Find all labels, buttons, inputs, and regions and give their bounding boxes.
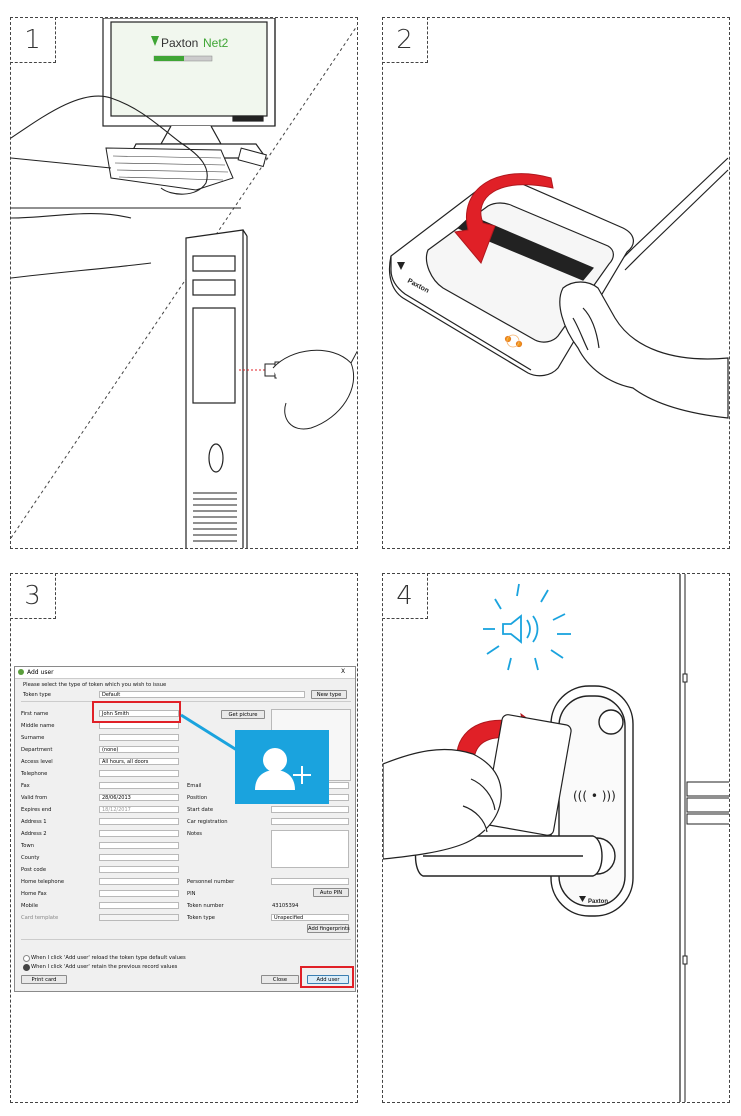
label-surname: Surname xyxy=(21,735,45,741)
label-access-level: Access level xyxy=(21,759,53,765)
add-user-highlight xyxy=(300,966,354,988)
label-mobile: Mobile xyxy=(21,903,39,909)
label-home-fax: Home Fax xyxy=(21,891,47,897)
label-middle-name: Middle name xyxy=(21,723,55,729)
label-token-type-right: Token type xyxy=(187,915,215,921)
start-date-field[interactable] xyxy=(271,806,349,813)
surname-field[interactable] xyxy=(99,734,179,741)
post-code-field[interactable] xyxy=(99,866,179,873)
label-start-date: Start date xyxy=(187,807,214,813)
add-user-dialog: Add user X Please select the type of tok… xyxy=(14,666,356,992)
token-type-label: Token type xyxy=(23,692,51,698)
first-name-highlight xyxy=(92,701,181,723)
label-department: Department xyxy=(21,747,53,753)
print-card-button[interactable]: Print card xyxy=(21,975,67,984)
telephone-field[interactable] xyxy=(99,770,179,777)
label-first-name: First name xyxy=(21,711,49,717)
label-home-telephone: Home telephone xyxy=(21,879,65,885)
close-icon[interactable]: X xyxy=(340,668,346,675)
divider xyxy=(21,939,351,940)
label-pin: PIN xyxy=(187,891,196,897)
get-picture-button[interactable]: Get picture xyxy=(221,710,265,719)
token-number-value: 43105394 xyxy=(272,903,299,909)
valid-from-field[interactable]: 28/06/2013 xyxy=(99,794,179,801)
net2-splash: Paxton Net2 xyxy=(151,36,229,62)
tap-arrow xyxy=(454,173,554,264)
radio-reload-label: When I click 'Add user' reload the token… xyxy=(31,955,186,961)
label-position: Position xyxy=(187,795,208,801)
label-address-1: Address 1 xyxy=(21,819,47,825)
step-2-illustration: Paxton xyxy=(388,157,729,419)
home-telephone-field[interactable] xyxy=(99,878,179,885)
new-type-button[interactable]: New type xyxy=(311,690,347,699)
step-number: 1 xyxy=(11,18,56,63)
step-4-panel: 4 xyxy=(382,573,730,1103)
step-1-illustration: Paxton Net2 xyxy=(11,18,357,548)
mobile-field[interactable] xyxy=(99,902,179,909)
hand xyxy=(559,281,729,419)
expires-field[interactable]: 18/12/2017 xyxy=(99,806,179,813)
token-prompt: Please select the type of token which yo… xyxy=(23,682,167,688)
step-2-panel: 2 Paxton xyxy=(382,17,730,549)
card-hand xyxy=(383,714,572,860)
department-select[interactable]: (none) xyxy=(99,746,179,753)
add-person-icon xyxy=(255,748,311,790)
label-address-2: Address 2 xyxy=(21,831,47,837)
reader-brand: Paxton xyxy=(588,899,608,905)
label-token-number: Token number xyxy=(187,903,224,909)
car-registration-field[interactable] xyxy=(271,818,349,825)
keyboard xyxy=(105,147,234,191)
token-type-select[interactable]: Default xyxy=(99,691,305,698)
first-name-field[interactable]: John Smith xyxy=(99,710,179,717)
town-field[interactable] xyxy=(99,842,179,849)
dialog-title: Add user xyxy=(27,669,54,676)
pc-tower xyxy=(185,229,248,548)
label-telephone: Telephone xyxy=(21,771,48,777)
add-fingerprints-button[interactable]: Add fingerprints xyxy=(307,924,350,933)
personnel-number-field[interactable] xyxy=(271,878,349,885)
step-4-illustration: ((( • ))) Paxton xyxy=(383,574,729,1102)
label-personnel-number: Personnel number xyxy=(187,879,235,885)
label-fax: Fax xyxy=(21,783,30,789)
label-post-code: Post code xyxy=(21,867,47,873)
brand-net2: Net2 xyxy=(203,36,229,50)
label-county: County xyxy=(21,855,40,861)
svg-text:((( • ))): ((( • ))) xyxy=(573,789,616,803)
auto-pin-button[interactable]: Auto PIN xyxy=(313,888,349,897)
door-lock: ((( • ))) Paxton xyxy=(414,685,634,917)
add-user-button[interactable]: Add user xyxy=(307,975,349,984)
label-email: Email xyxy=(187,783,202,789)
user-icon xyxy=(18,669,24,675)
address-1-field[interactable] xyxy=(99,818,179,825)
radio-retain-label: When I click 'Add user' retain the previ… xyxy=(31,964,178,970)
dialog-titlebar: Add user X xyxy=(15,667,355,679)
middle-name-field[interactable] xyxy=(99,722,179,729)
card-template-select[interactable] xyxy=(99,914,179,921)
close-button[interactable]: Close xyxy=(261,975,299,984)
step-1-panel: 1 Paxton Net2 xyxy=(10,17,358,549)
brand-paxton: Paxton xyxy=(161,36,198,50)
usb-reader xyxy=(239,349,357,430)
access-level-select[interactable]: All hours, all doors xyxy=(99,758,179,765)
radio-reload[interactable] xyxy=(23,955,30,962)
notes-field[interactable] xyxy=(271,830,349,868)
label-card-template: Card template xyxy=(21,915,59,921)
label-town: Town xyxy=(21,843,34,849)
county-field[interactable] xyxy=(99,854,179,861)
step-number: 4 xyxy=(383,574,428,619)
fax-field[interactable] xyxy=(99,782,179,789)
label-notes: Notes xyxy=(187,831,202,837)
step-number: 3 xyxy=(11,574,56,619)
label-expires-end: Expires end xyxy=(21,807,52,813)
home-fax-field[interactable] xyxy=(99,890,179,897)
label-valid-from: Valid from xyxy=(21,795,48,801)
label-car-registration: Car registration xyxy=(187,819,228,825)
add-user-callout xyxy=(235,730,329,804)
token-type-right-select[interactable]: Unspecified xyxy=(271,914,349,921)
divider xyxy=(21,701,351,702)
sound-icon xyxy=(483,583,571,671)
radio-retain[interactable] xyxy=(23,964,30,971)
address-2-field[interactable] xyxy=(99,830,179,837)
step-number: 2 xyxy=(383,18,428,63)
